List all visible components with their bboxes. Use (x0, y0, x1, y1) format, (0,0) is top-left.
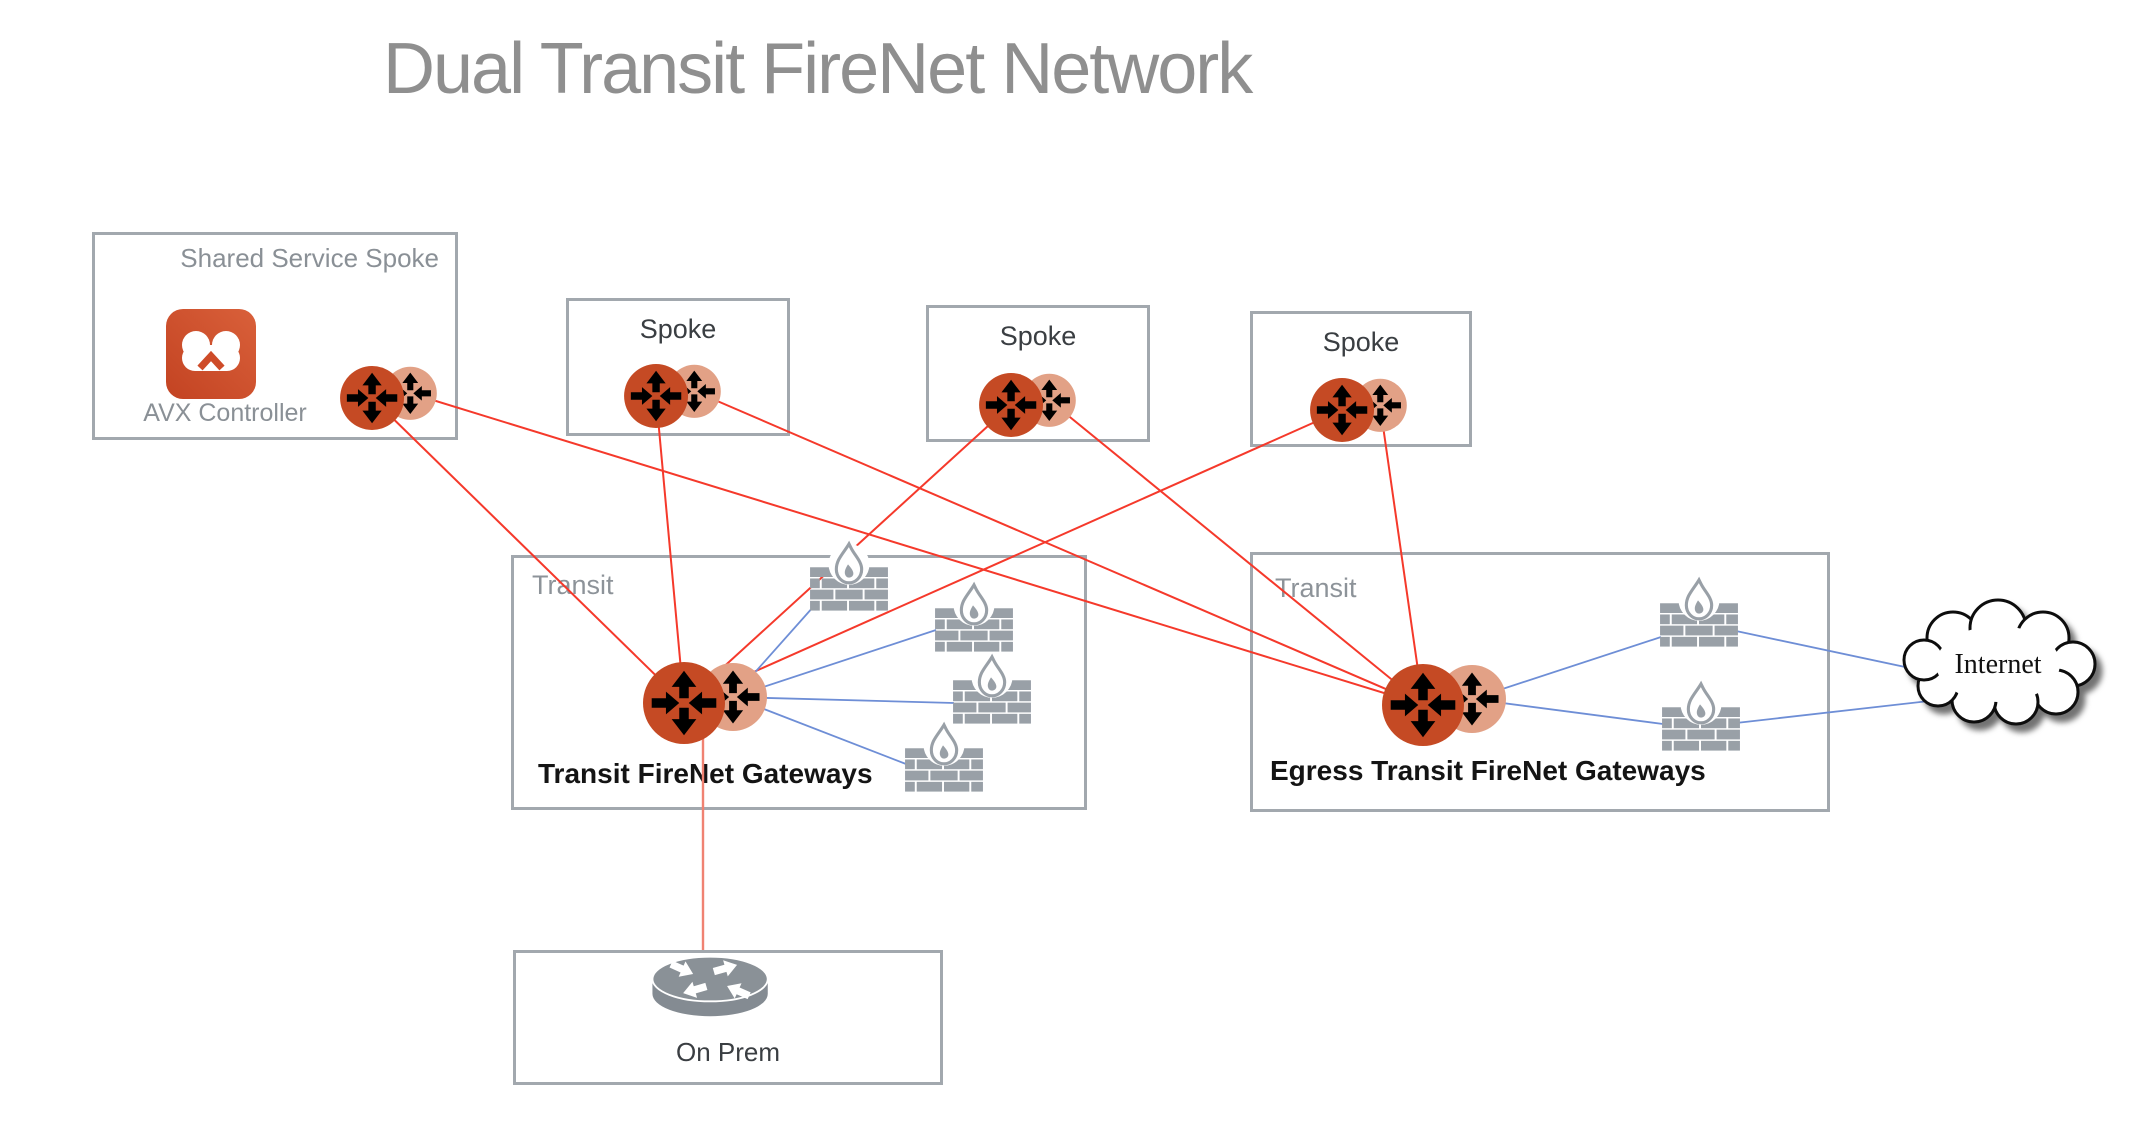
on-prem-label: On Prem (675, 1037, 781, 1067)
on-prem-box: On Prem (513, 950, 943, 1085)
shared-service-spoke-label: Shared Service Spoke (180, 243, 439, 273)
transit-right-zone-label: Transit (1275, 573, 1357, 603)
spoke-1-label: Spoke (639, 314, 717, 344)
spoke-3-box: Spoke (1250, 311, 1472, 447)
internet-cloud-icon: Internet (1902, 598, 2097, 726)
spoke-3-label: Spoke (1322, 327, 1400, 357)
spoke-2-box: Spoke (926, 305, 1150, 442)
egress-transit-firenet-gateways-label: Egress Transit FireNet Gateways (1270, 755, 1706, 786)
transit-left-zone-label: Transit (532, 570, 614, 600)
transit-left-box: Transit Transit FireNet Gateways (511, 555, 1087, 810)
avx-controller-label: AVX Controller (143, 399, 307, 427)
spoke-1-box: Spoke (566, 298, 790, 436)
spoke-2-label: Spoke (999, 321, 1077, 351)
internet-label: Internet (1954, 649, 2041, 680)
shared-service-spoke-box: Shared Service Spoke AVX Controller (92, 232, 458, 440)
transit-firenet-gateways-label: Transit FireNet Gateways (538, 758, 873, 789)
transit-right-box: Transit Egress Transit FireNet Gateways (1250, 552, 1830, 812)
diagram-title: Dual Transit FireNet Network (383, 29, 1253, 109)
